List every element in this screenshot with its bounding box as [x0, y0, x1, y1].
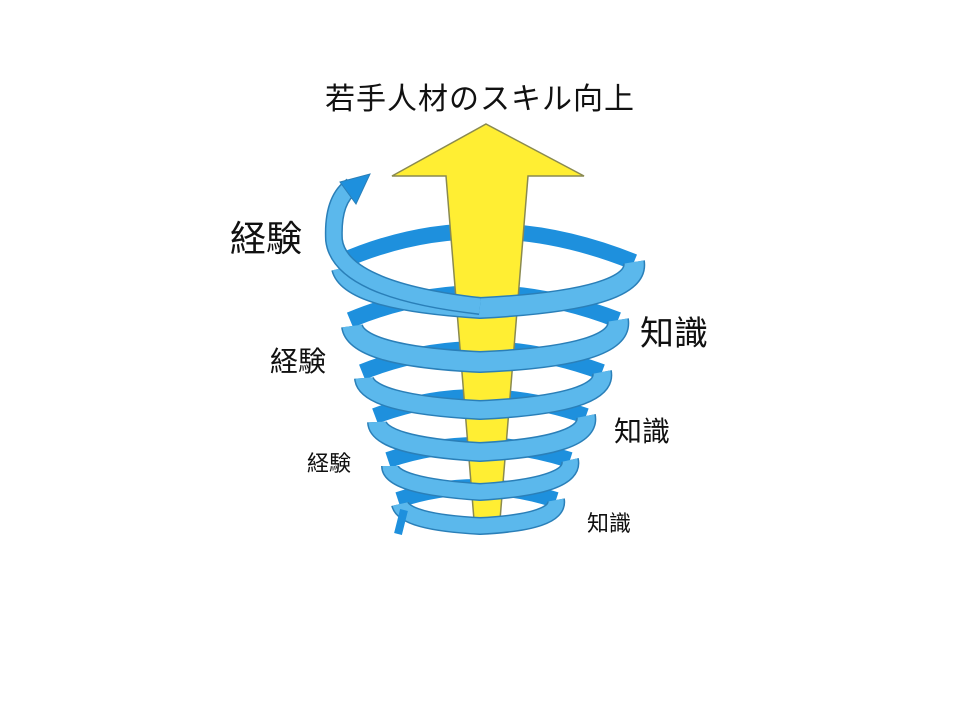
slide-title: 若手人材のスキル向上 — [325, 82, 635, 117]
label-experience-middle: 経験 — [270, 345, 327, 378]
label-experience-bottom: 経験 — [307, 452, 352, 477]
label-experience-top: 経験 — [230, 219, 303, 260]
label-knowledge-middle: 知識 — [614, 415, 671, 448]
label-knowledge-top: 知識 — [640, 314, 708, 354]
label-knowledge-bottom: 知識 — [587, 512, 632, 537]
spiral-arrowhead-icon — [339, 173, 371, 205]
spiral-front-bands — [324, 178, 646, 536]
